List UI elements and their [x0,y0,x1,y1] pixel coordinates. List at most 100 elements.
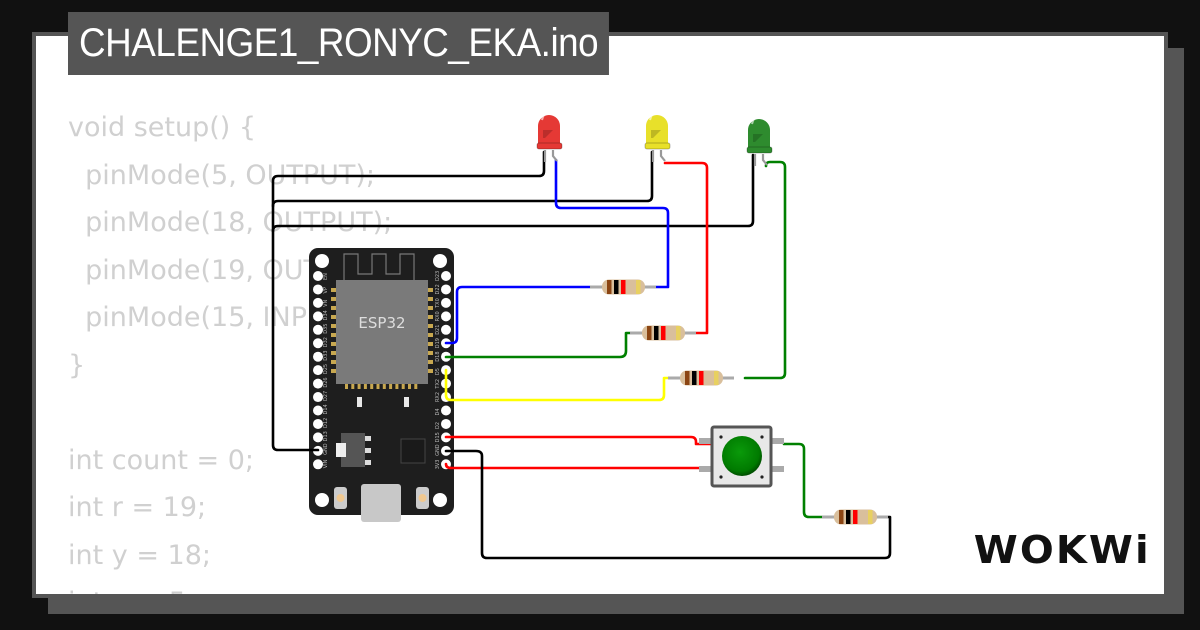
pin-label: GND [435,444,441,456]
wire-green-d18[interactable] [444,331,632,359]
pin-d14[interactable] [313,405,323,416]
pin-vp[interactable] [313,284,323,295]
button-cap [418,494,427,502]
resistor-band [846,510,851,524]
wire-green-button[interactable] [782,442,824,519]
chip-pad [427,306,433,310]
wire-green-green-led-anode[interactable] [743,160,787,380]
resistor[interactable] [590,279,656,295]
button-leg [699,466,713,472]
chip-pad [427,315,433,319]
wire-black-green-led-cathode[interactable] [271,153,755,233]
wire-black-red-led-cathode[interactable] [271,150,546,452]
green-led[interactable] [746,114,773,166]
project-card[interactable]: void setup() { pinMode(5, OUTPUT); pinMo… [36,36,1164,594]
pin-d12[interactable] [313,418,323,429]
pin-d35[interactable] [313,324,323,335]
chip-pad [331,315,337,319]
pin-vin[interactable] [313,459,323,470]
pin-d4[interactable] [441,405,451,416]
micro-usb-port[interactable] [361,484,401,522]
resistor-band [676,326,681,340]
resistor[interactable] [668,370,734,386]
resistor-band [868,510,873,524]
wire-red-yellow-led-anode[interactable] [663,161,709,335]
pin-label: D18 [435,351,441,361]
pin-label: D5 [435,368,441,375]
chip-pad [331,306,337,310]
pin-label: D21 [435,325,441,335]
wire-blue-red-led-anode[interactable] [554,158,670,289]
resistor-band [607,280,612,294]
wire-blue-d19[interactable] [444,285,592,345]
resistor[interactable] [822,509,888,525]
button-leg [770,438,784,444]
pin-label: D33 [323,350,329,360]
pin-label: GND [323,443,329,455]
yellow-led[interactable] [644,110,671,162]
resistor-band [853,510,858,524]
resistor-band [621,280,626,294]
resistor-band [839,510,844,524]
pin-d25[interactable] [313,365,323,376]
wire-black-yellow-led-cathode[interactable] [271,150,654,208]
pin-label: D32 [323,337,329,347]
esp32-board[interactable]: ESP32 ENVPVND34D35D32D33D25D26D27D14D12D… [309,248,454,522]
pin-rx0[interactable] [441,311,451,322]
pin-label: RX2 [435,392,441,402]
wire-black-gnd[interactable] [444,449,892,560]
pin-label: 3V3 [435,460,441,470]
resistor-band [692,371,697,385]
pin-d32[interactable] [313,338,323,349]
resistor-band [654,326,659,340]
regulator-tab [336,443,346,457]
module-label: ESP32 [358,314,405,332]
pin-d33[interactable] [313,351,323,362]
pin-d22[interactable] [441,284,451,295]
resistor-band [661,326,666,340]
pin-label: D2 [435,422,441,429]
project-title: CHALENGE1_RONYC_EKA.ino [68,12,610,75]
pin-label: RX0 [435,311,441,321]
led-die [753,134,763,142]
pin-d21[interactable] [441,324,451,335]
pin-en[interactable] [313,271,323,281]
wire-red-d15[interactable] [444,435,714,446]
pushbutton[interactable] [699,425,784,488]
led-rim [746,146,773,154]
mount-hole [315,493,329,507]
pin-label: D13 [323,431,329,441]
red-led[interactable] [536,110,563,162]
resistor[interactable] [630,325,696,341]
chip-pad [427,297,433,301]
pin-d2[interactable] [441,418,451,429]
button-screw [719,475,723,479]
wire-red-3v3[interactable] [444,462,714,470]
pin-label: D35 [323,324,329,334]
chip-pad [345,384,348,389]
resistors [590,279,888,525]
pin-d26[interactable] [313,378,323,389]
resistor-band [614,280,619,294]
chip-pad [376,384,380,389]
led-rim [644,142,671,150]
pin-d23[interactable] [441,271,451,281]
pin-vn[interactable] [313,297,323,308]
pin-tx0[interactable] [441,297,451,308]
button-cap[interactable] [722,436,762,476]
led-highlight [751,114,760,125]
pin-d34[interactable] [313,311,323,322]
chip-pad [427,342,433,346]
chip-pad [427,333,433,337]
wires [271,150,892,560]
button-cap [336,494,345,502]
pin-d27[interactable] [313,392,323,403]
resistor-band [685,371,690,385]
pin-label: D27 [323,391,329,401]
pin-label: VN [323,299,329,306]
usb-uart-chip [400,438,426,464]
wire-yellow-d5[interactable] [444,368,670,402]
pin-d13[interactable] [313,432,323,443]
code-line: void setup() { [68,112,257,143]
chip-pad [370,384,374,389]
